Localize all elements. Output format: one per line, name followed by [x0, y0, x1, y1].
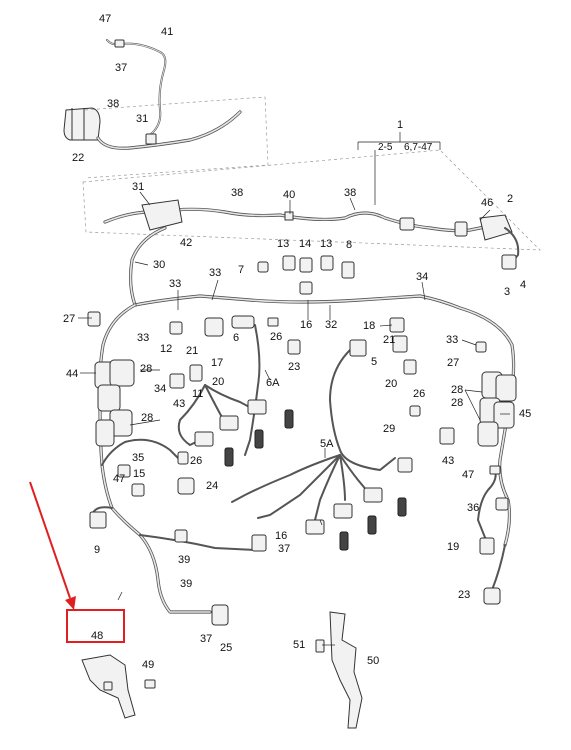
- label-15: 15: [133, 468, 145, 480]
- label-29: 29: [383, 423, 395, 435]
- bracket-48: [81, 654, 156, 719]
- label-49: 49: [142, 659, 154, 671]
- main-trunk-vertical: [128, 226, 167, 307]
- label-6: 6: [233, 332, 239, 344]
- label-47b: 47: [113, 473, 125, 485]
- label-21b: 21: [186, 345, 198, 357]
- label-47c: 47: [462, 469, 474, 481]
- label-37b: 37: [278, 543, 290, 555]
- label-33b: 33: [209, 267, 221, 279]
- label-23b: 23: [458, 589, 470, 601]
- injectors-6A: [194, 399, 294, 467]
- label-12: 12: [160, 343, 172, 355]
- label-38c: 38: [344, 187, 356, 199]
- label-3: 3: [504, 286, 510, 298]
- upper-harness-branch: [96, 110, 242, 150]
- label-26c: 26: [190, 455, 202, 467]
- part-number-labels: 47 37 41 38 31 22 1 2-5 6,7-47 31 38 40 …: [63, 13, 531, 671]
- label-37: 37: [115, 62, 127, 74]
- label-13b: 13: [320, 238, 332, 250]
- label-45: 45: [519, 408, 531, 420]
- label-43: 43: [173, 398, 185, 410]
- label-28b: 28: [451, 384, 463, 396]
- label-17: 17: [211, 357, 223, 369]
- bracket-50: [315, 611, 363, 729]
- label-39: 39: [178, 554, 190, 566]
- label-47: 47: [99, 13, 111, 25]
- label-6-7-47: 6,7-47: [404, 142, 433, 153]
- main-trunk-upper: [103, 199, 520, 270]
- label-5: 5: [371, 356, 377, 368]
- label-22: 22: [72, 152, 84, 164]
- label-32: 32: [325, 319, 337, 331]
- connectors: [87, 255, 509, 626]
- label-9: 9: [94, 544, 100, 556]
- label-7: 7: [238, 264, 244, 276]
- label-16b: 16: [275, 530, 287, 542]
- label-31: 31: [136, 113, 148, 125]
- label-38: 38: [107, 98, 119, 110]
- label-34b: 34: [154, 383, 166, 395]
- label-1: 1: [397, 119, 403, 131]
- coil-packs-right-45: [477, 371, 517, 447]
- leader-lines: [78, 132, 510, 646]
- label-27b: 27: [447, 357, 459, 369]
- label-42: 42: [180, 237, 192, 249]
- label-18: 18: [363, 320, 375, 332]
- label-6A: 6A: [266, 377, 280, 389]
- label-28: 28: [140, 363, 152, 375]
- label-40: 40: [283, 189, 295, 201]
- label-46: 46: [481, 197, 493, 209]
- label-48: 48: [91, 630, 103, 642]
- label-5A: 5A: [320, 438, 334, 450]
- main-harness-loop: [91, 294, 516, 614]
- label-27: 27: [63, 313, 75, 325]
- label-2: 2: [507, 193, 513, 205]
- label-33: 33: [169, 278, 181, 290]
- label-43b: 43: [442, 455, 454, 467]
- label-31b: 31: [132, 181, 144, 193]
- label-14: 14: [299, 238, 311, 250]
- coil-harness-6A: [177, 324, 261, 456]
- label-33d: 33: [446, 334, 458, 346]
- label-26: 26: [270, 331, 282, 343]
- label-39b: 39: [180, 578, 192, 590]
- label-2-5: 2-5: [378, 142, 393, 153]
- label-28c: 28: [141, 412, 153, 424]
- label-30: 30: [153, 259, 165, 271]
- label-34: 34: [416, 271, 428, 283]
- top-sensor-harness: [106, 39, 167, 136]
- label-19: 19: [447, 541, 459, 553]
- label-33c: 33: [137, 332, 149, 344]
- engine-harness-upper-frame: [82, 96, 541, 251]
- label-11: 11: [192, 388, 203, 400]
- label-4: 4: [520, 279, 526, 291]
- highlight-callout: [29, 481, 125, 643]
- coil-harness-5A: [231, 349, 396, 521]
- label-38b: 38: [231, 187, 243, 199]
- label-44: 44: [66, 368, 78, 380]
- label-37c: 37: [200, 633, 212, 645]
- label-50: 50: [367, 655, 379, 667]
- plug-housing-22: [63, 107, 101, 141]
- label-20: 20: [212, 376, 224, 388]
- label-25: 25: [220, 642, 232, 654]
- label-28d: 28: [451, 397, 463, 409]
- label-35: 35: [132, 452, 144, 464]
- injectors-5A: [305, 487, 407, 551]
- label-23: 23: [288, 361, 300, 373]
- label-26b: 26: [413, 388, 425, 400]
- label-8: 8: [346, 239, 352, 251]
- coil-packs-left-44: [94, 359, 135, 447]
- label-24: 24: [206, 480, 218, 492]
- label-36: 36: [467, 502, 479, 514]
- label-13: 13: [277, 238, 289, 250]
- label-51: 51: [293, 639, 305, 651]
- label-21: 21: [383, 334, 395, 346]
- label-16: 16: [300, 319, 312, 331]
- label-41: 41: [161, 26, 173, 38]
- label-20b: 20: [385, 378, 397, 390]
